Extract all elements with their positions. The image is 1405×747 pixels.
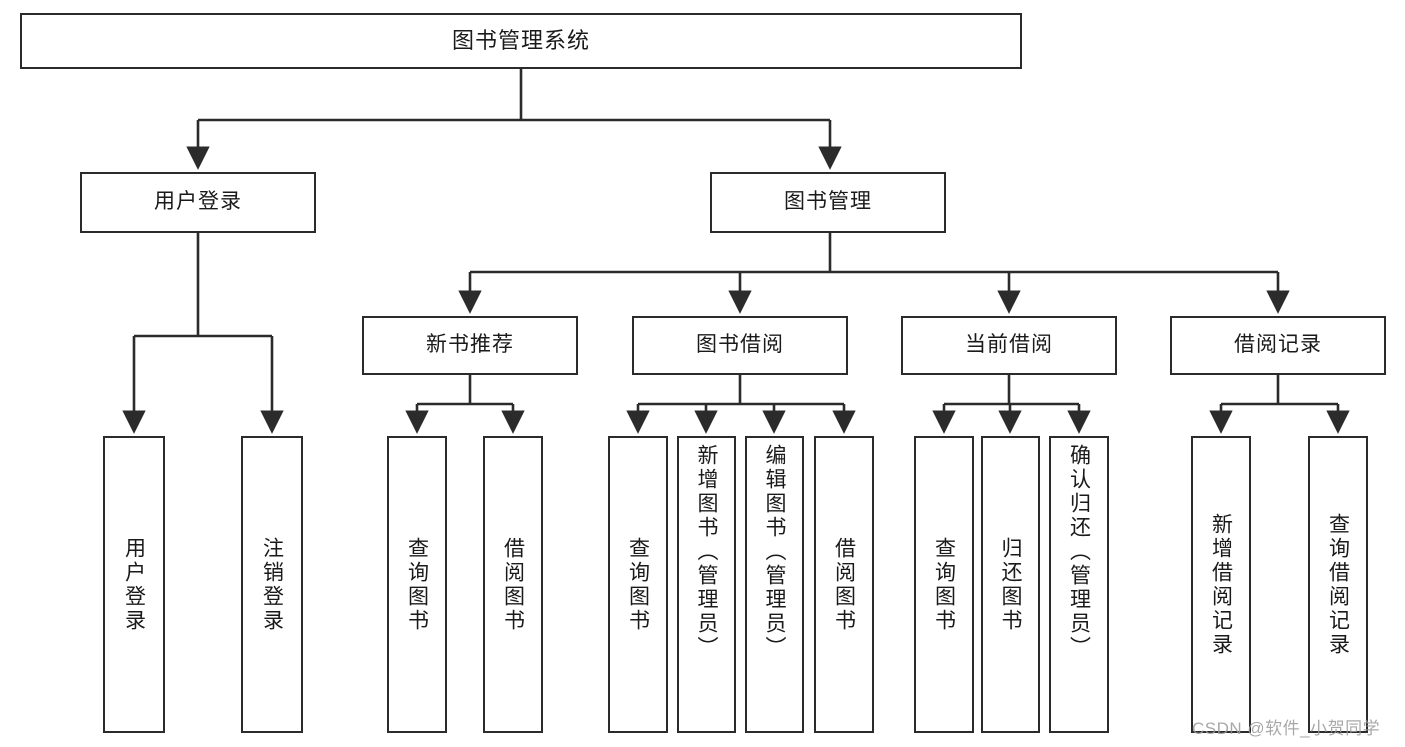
leaf-user-login-signin[interactable]: 用户登录 xyxy=(103,436,165,733)
node-label: 借阅记录 xyxy=(1234,333,1322,357)
csdn-watermark: CSDN @软件_小贺同学 xyxy=(1192,719,1381,738)
leaf-cb-confirm-return[interactable]: 确认归还（管理员） xyxy=(1049,436,1109,733)
edge-newbook-to-leaves xyxy=(405,375,525,434)
node-book-borrow[interactable]: 图书借阅 xyxy=(632,316,848,375)
node-user-login[interactable]: 用户登录 xyxy=(80,172,316,233)
node-label: 查询图书 xyxy=(626,536,650,633)
node-current-borrow[interactable]: 当前借阅 xyxy=(901,316,1117,375)
node-label: 查询图书 xyxy=(405,536,429,633)
node-label: 查询图书 xyxy=(932,536,956,633)
leaf-cb-query-book[interactable]: 查询图书 xyxy=(914,436,974,733)
node-label: 查询借阅记录 xyxy=(1326,512,1350,657)
leaf-bb-query-book[interactable]: 查询图书 xyxy=(608,436,668,733)
node-label: 图书管理系统 xyxy=(451,28,590,54)
node-book-management[interactable]: 图书管理 xyxy=(710,172,946,233)
edge-borrowrecord-to-leaves xyxy=(1209,375,1350,434)
node-label: 借阅图书 xyxy=(832,536,856,633)
leaf-cb-return-book[interactable]: 归还图书 xyxy=(981,436,1040,733)
node-new-book-recommend[interactable]: 新书推荐 xyxy=(362,316,578,375)
node-label: 新书推荐 xyxy=(426,333,514,357)
leaf-nbr-borrow-book[interactable]: 借阅图书 xyxy=(483,436,543,733)
leaf-nbr-query-book[interactable]: 查询图书 xyxy=(387,436,447,733)
leaf-br-query-record[interactable]: 查询借阅记录 xyxy=(1308,436,1368,733)
node-label: 用户登录 xyxy=(122,536,146,633)
node-borrow-record[interactable]: 借阅记录 xyxy=(1170,316,1386,375)
node-label: 当前借阅 xyxy=(965,333,1053,357)
node-label: 用户登录 xyxy=(154,190,242,214)
node-label: 图书管理 xyxy=(784,190,872,214)
edge-root-to-level2 xyxy=(186,69,842,170)
node-root-system[interactable]: 图书管理系统 xyxy=(20,13,1022,69)
leaf-bb-edit-book[interactable]: 编辑图书（管理员） xyxy=(745,436,804,733)
edge-userlogin-to-leaves xyxy=(122,233,284,434)
node-label: 归还图书 xyxy=(999,536,1022,633)
leaf-br-add-record[interactable]: 新增借阅记录 xyxy=(1191,436,1251,733)
node-label: 图书借阅 xyxy=(696,333,784,357)
leaf-bb-add-book[interactable]: 新增图书（管理员） xyxy=(677,436,736,733)
node-label: 新增借阅记录 xyxy=(1209,512,1233,657)
edge-bookborrow-to-leaves xyxy=(626,375,856,434)
node-label: 借阅图书 xyxy=(501,536,525,633)
edge-currentborrow-to-leaves xyxy=(932,375,1091,434)
node-label: 确认归还（管理员） xyxy=(1067,444,1091,660)
leaf-bb-borrow-book[interactable]: 借阅图书 xyxy=(814,436,874,733)
node-label: 编辑图书（管理员） xyxy=(763,444,786,660)
node-label: 注销登录 xyxy=(260,536,284,633)
edge-bookmgmt-to-level3 xyxy=(458,233,1290,314)
leaf-user-login-signout[interactable]: 注销登录 xyxy=(241,436,303,733)
node-label: 新增图书（管理员） xyxy=(695,444,718,660)
